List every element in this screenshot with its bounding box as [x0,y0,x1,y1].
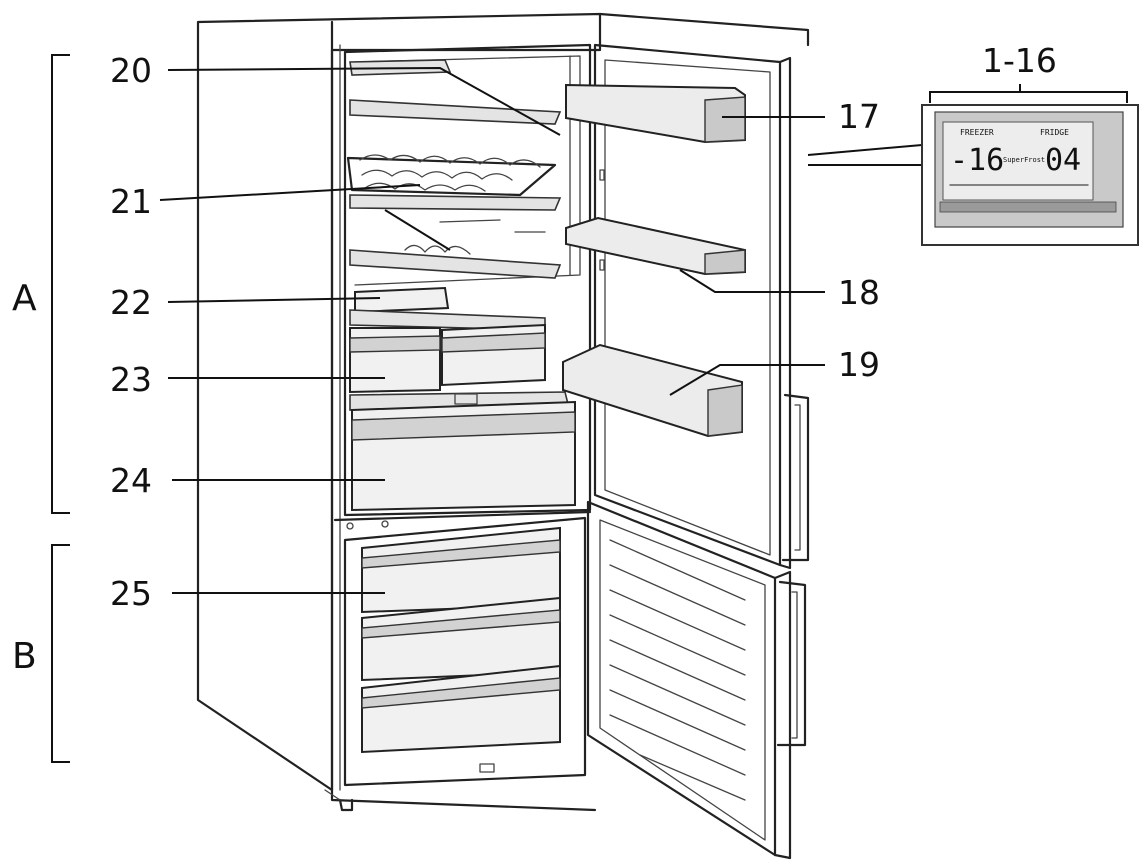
bottle-rack [346,154,557,197]
control-panel: FREEZER FRIDGE -16 04 SuperFrost [807,104,1139,246]
leader-lines [159,66,825,594]
freezer-drawer [361,526,561,614]
callout-20: 20 [110,51,152,90]
callout-23: 23 [110,360,152,399]
display-freezer-value: -16 [950,143,1004,178]
display-fridge-caption: FRIDGE [1040,128,1069,137]
glass-shelf [349,194,562,211]
zone-bracket-a [51,54,70,514]
zone-bracket-b [51,544,70,763]
callout-17: 17 [838,97,880,136]
glass-shelf [349,99,562,125]
fridge-compartment [343,43,592,517]
callout-25: 25 [110,574,152,613]
callout-21: 21 [110,182,152,221]
display-freezer-caption: FREEZER [960,128,994,137]
fridge-door [562,43,810,570]
display-fridge-value: 04 [1045,143,1081,178]
glass-shelf [349,249,562,279]
zone-label-a: A [12,278,37,319]
freezer-compartment [343,516,587,787]
cabinet-outline [196,12,810,812]
callout-1-16: 1-16 [982,41,1057,80]
callout-19: 19 [838,345,880,384]
callout-18: 18 [838,273,880,312]
display-center-text: SuperFrost [1003,156,1045,164]
bracket-1-16 [929,84,1128,103]
freezer-door [586,500,807,860]
small-drawer [354,286,450,314]
zone-label-b: B [12,636,37,677]
callout-22: 22 [110,283,152,322]
callout-24: 24 [110,461,152,500]
